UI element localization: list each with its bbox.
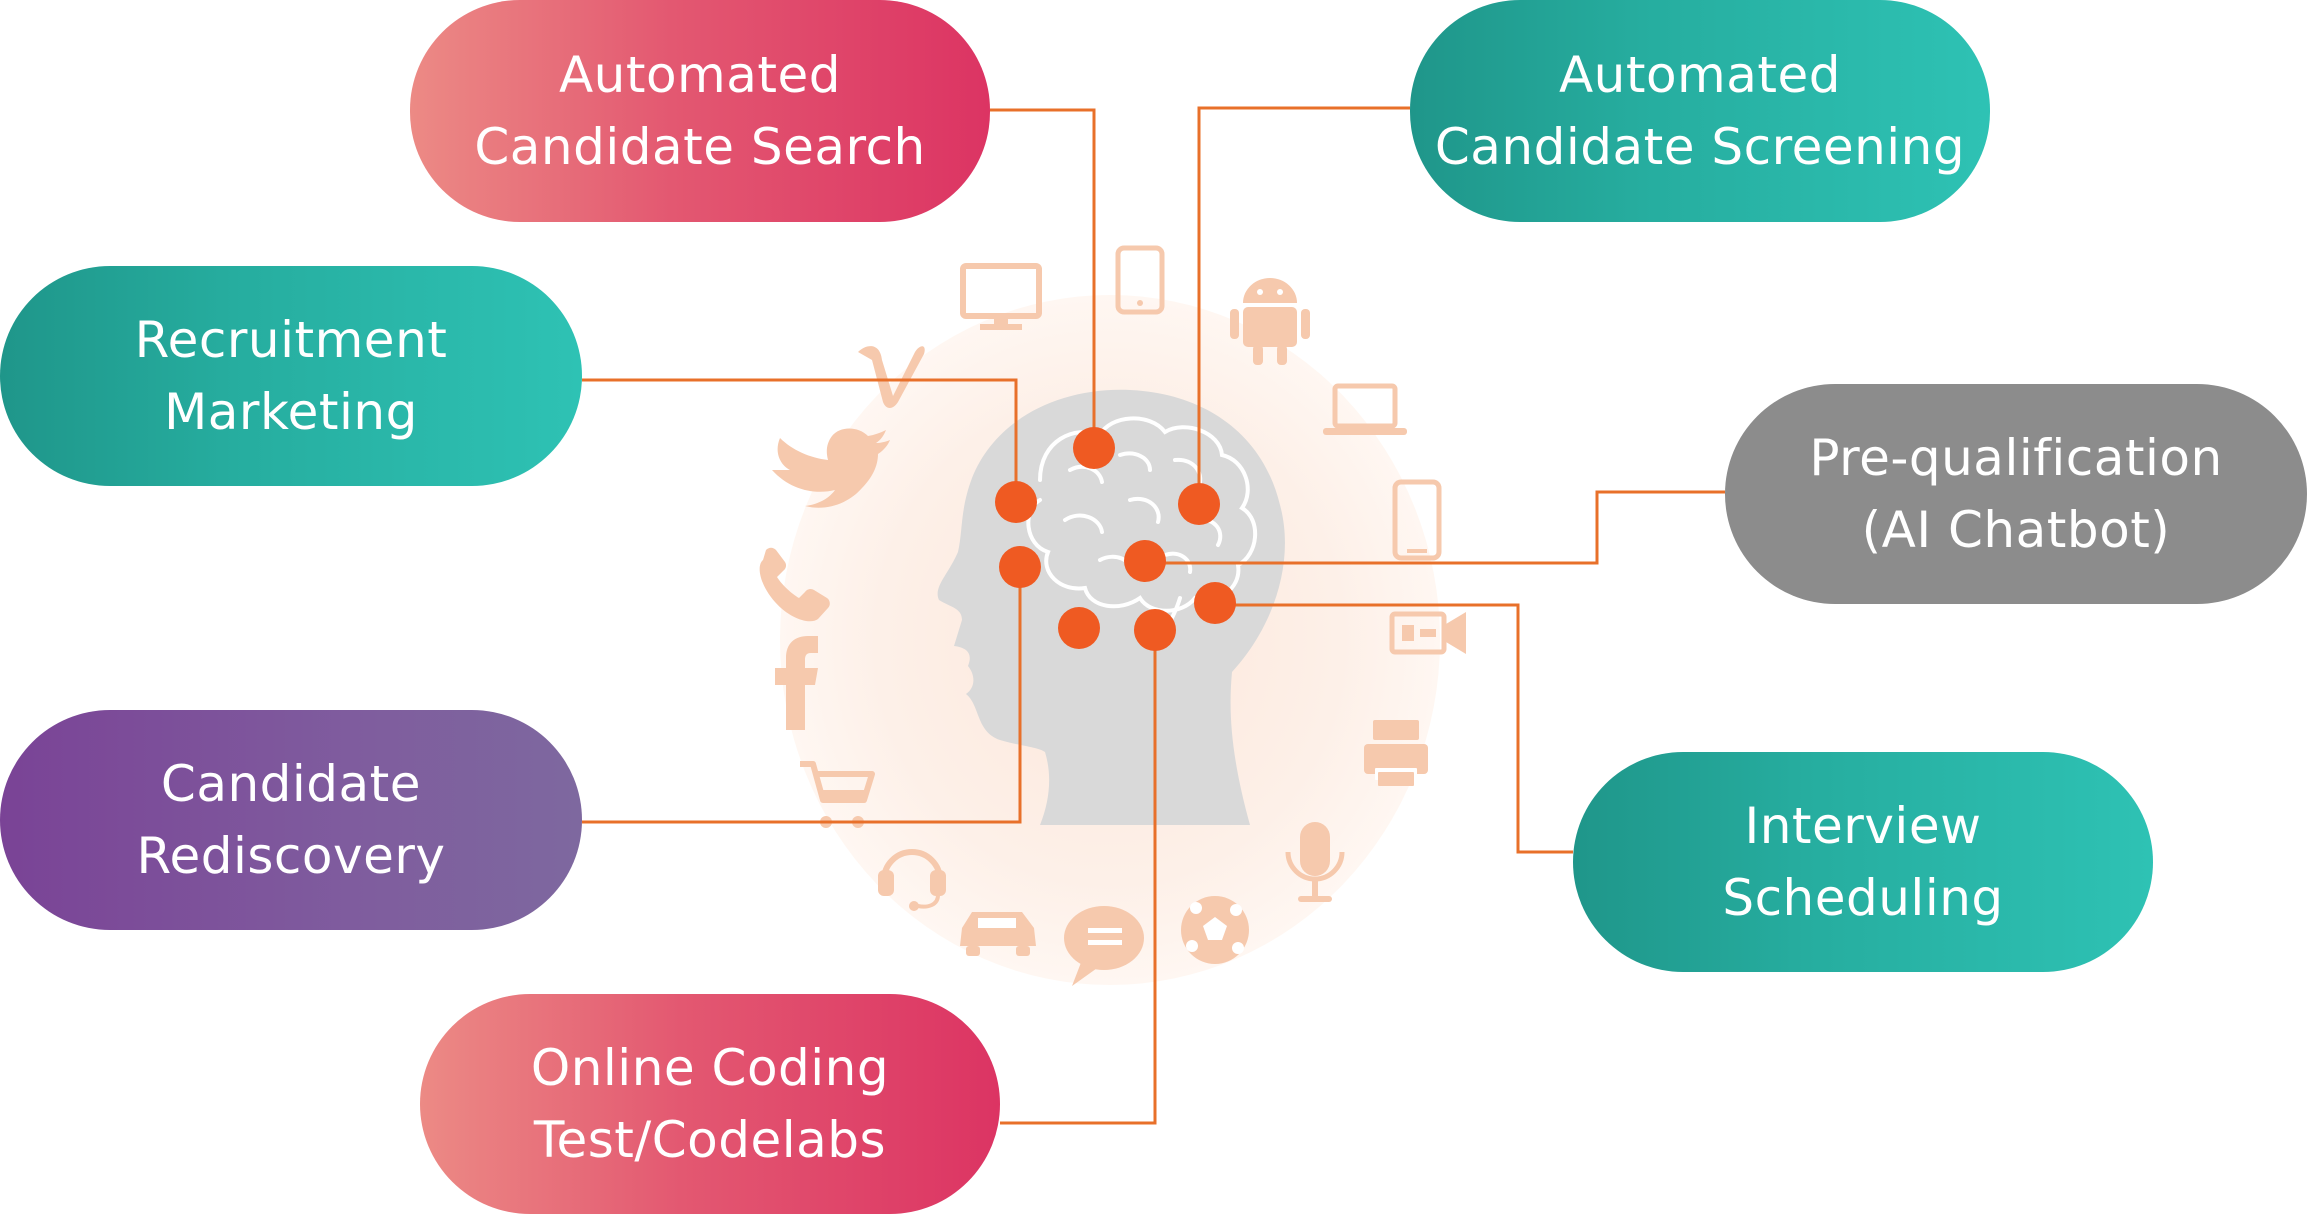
connector-prequal [1145,490,1725,565]
node-label: Pre-qualification (AI Chatbot) [1809,429,2223,559]
brain-node [1178,483,1220,525]
twitter-icon [772,428,890,508]
node-automated-candidate-search: Automated Candidate Search [410,0,990,222]
brain-node [1194,582,1236,624]
node-label: Automated Candidate Search [474,46,926,176]
headset-icon [878,849,946,911]
tablet-icon [1115,245,1165,315]
soccer-ball-icon [1181,896,1249,964]
printer-icon [1364,720,1428,786]
smartphone-icon [1392,479,1442,561]
node-online-coding-test: Online Coding Test/Codelabs [420,994,1000,1214]
laptop-icon [1323,383,1407,435]
node-label: Recruitment Marketing [134,311,448,441]
brain-node [1124,540,1166,582]
connector-coding [1000,630,1157,1125]
connector-screening [1197,106,1410,502]
brain-node [999,546,1041,588]
node-automated-candidate-screening: Automated Candidate Screening [1410,0,1990,222]
android-icon [1230,278,1310,365]
node-label: Automated Candidate Screening [1434,46,1966,176]
phone-icon [759,547,830,622]
node-interview-scheduling: Interview Scheduling [1573,752,2153,972]
car-icon [960,912,1036,956]
connector-marketing [582,378,1018,500]
chat-bubble-icon [1064,906,1144,986]
projector-icon [1389,611,1466,655]
monitor-icon [960,263,1042,330]
connector-search [990,108,1096,445]
microphone-icon [1285,822,1345,902]
connector-interview [1215,603,1573,854]
node-label: Interview Scheduling [1722,797,2004,927]
brain-node [1073,427,1115,469]
node-recruitment-marketing: Recruitment Marketing [0,266,582,486]
facebook-icon [775,636,818,730]
vimeo-icon [858,346,925,408]
node-label: Online Coding Test/Codelabs [530,1039,890,1169]
brain-node [995,481,1037,523]
node-pre-qualification-ai-chatbot: Pre-qualification (AI Chatbot) [1725,384,2307,604]
brain-node [1058,607,1100,649]
brain-node [1134,609,1176,651]
node-candidate-rediscovery: Candidate Rediscovery [0,710,582,930]
node-label: Candidate Rediscovery [136,755,446,885]
connector-rediscovery [582,568,1022,824]
